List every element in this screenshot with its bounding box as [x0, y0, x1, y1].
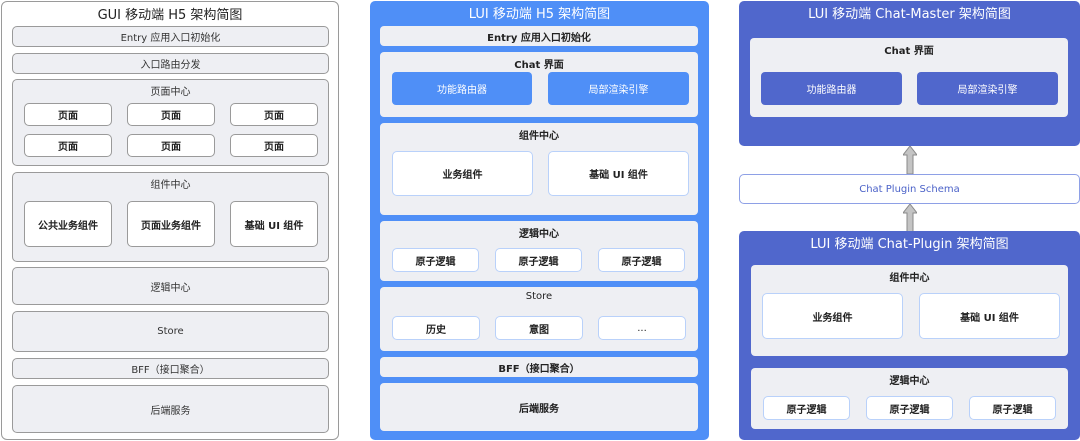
gui-backend-layer: 后端服务 [12, 385, 329, 433]
gui-router-layer: 入口路由分发 [12, 53, 329, 74]
lui-backend-layer: 后端服务 [380, 383, 698, 431]
chat-master-panel-title: LUI 移动端 Chat-Master 架构简图 [808, 7, 1011, 22]
up-arrow-icon [903, 204, 917, 232]
business-component-card: 业务组件 [392, 151, 533, 196]
lui-logic-center-title: 逻辑中心 [519, 229, 559, 240]
atomic-logic-card: 原子逻辑 [763, 396, 850, 420]
partial-render-engine-block: 局部渲染引擎 [548, 72, 689, 105]
gui-page-card: 页面 [230, 134, 318, 157]
gui-component-center: 组件中心 公共业务组件 页面业务组件 基础 UI 组件 [12, 172, 329, 262]
partial-render-engine-block: 局部渲染引擎 [917, 72, 1058, 105]
lui-entry-layer: Entry 应用入口初始化 [380, 26, 698, 46]
plugin-component-center: 组件中心 业务组件 基础 UI 组件 [751, 265, 1068, 356]
gui-page-card: 页面 [24, 134, 112, 157]
gui-store-layer: Store [12, 311, 329, 352]
plugin-logic-center-title: 逻辑中心 [889, 376, 930, 387]
lui-h5-architecture-panel: LUI 移动端 H5 架构简图 Entry 应用入口初始化 Chat 界面 功能… [370, 1, 709, 440]
chat-plugin-panel-title: LUI 移动端 Chat-Plugin 架构简图 [810, 237, 1009, 252]
lui-store-section: Store 历史 意图 ... [380, 287, 698, 351]
gui-component-center-title: 组件中心 [150, 180, 191, 191]
lui-chat-ui-section: Chat 界面 功能路由器 局部渲染引擎 [380, 52, 698, 117]
chat-plugin-panel: LUI 移动端 Chat-Plugin 架构简图 组件中心 业务组件 基础 UI… [739, 231, 1080, 440]
lui-h5-panel-title: LUI 移动端 H5 架构简图 [468, 7, 611, 22]
gui-component-card: 基础 UI 组件 [230, 201, 318, 247]
chat-master-chat-ui-title: Chat 界面 [884, 46, 934, 57]
chat-plugin-schema: Chat Plugin Schema [739, 174, 1080, 204]
lui-chat-ui-title: Chat 界面 [514, 60, 564, 71]
up-arrow-icon [903, 146, 917, 174]
base-ui-component-card: 基础 UI 组件 [548, 151, 689, 196]
gui-component-card: 公共业务组件 [24, 201, 112, 247]
gui-panel-title: GUI 移动端 H5 架构简图 [97, 8, 243, 23]
gui-page-card: 页面 [230, 103, 318, 126]
store-history-card: 历史 [392, 316, 480, 340]
gui-page-card: 页面 [127, 134, 215, 157]
atomic-logic-card: 原子逻辑 [598, 248, 685, 272]
store-intent-card: 意图 [495, 316, 583, 340]
base-ui-component-card: 基础 UI 组件 [919, 293, 1060, 339]
gui-logic-center: 逻辑中心 [12, 267, 329, 305]
atomic-logic-card: 原子逻辑 [392, 248, 479, 272]
chat-master-panel: LUI 移动端 Chat-Master 架构简图 Chat 界面 功能路由器 局… [739, 1, 1080, 146]
gui-page-center-title: 页面中心 [150, 87, 191, 98]
feature-router-block: 功能路由器 [392, 72, 532, 105]
lui-logic-center: 逻辑中心 原子逻辑 原子逻辑 原子逻辑 [380, 221, 698, 281]
gui-page-card: 页面 [24, 103, 112, 126]
plugin-component-center-title: 组件中心 [889, 273, 930, 284]
lui-bff-layer: BFF（接口聚合） [380, 357, 698, 377]
business-component-card: 业务组件 [762, 293, 903, 339]
chat-master-chat-ui-section: Chat 界面 功能路由器 局部渲染引擎 [750, 38, 1068, 117]
gui-component-card: 页面业务组件 [127, 201, 215, 247]
gui-entry-layer: Entry 应用入口初始化 [12, 26, 329, 47]
atomic-logic-card: 原子逻辑 [969, 396, 1056, 420]
store-more-card: ... [598, 316, 686, 340]
atomic-logic-card: 原子逻辑 [866, 396, 953, 420]
lui-store-title: Store [525, 291, 553, 302]
atomic-logic-card: 原子逻辑 [495, 248, 582, 272]
plugin-logic-center: 逻辑中心 原子逻辑 原子逻辑 原子逻辑 [751, 368, 1068, 429]
gui-bff-layer: BFF（接口聚合） [12, 358, 329, 379]
lui-component-center: 组件中心 业务组件 基础 UI 组件 [380, 123, 698, 215]
lui-component-center-title: 组件中心 [519, 131, 559, 142]
gui-page-center: 页面中心 页面 页面 页面 页面 页面 页面 [12, 79, 329, 166]
gui-architecture-panel: GUI 移动端 H5 架构简图 Entry 应用入口初始化 入口路由分发 页面中… [1, 1, 339, 440]
feature-router-block: 功能路由器 [761, 72, 902, 105]
gui-page-card: 页面 [127, 103, 215, 126]
